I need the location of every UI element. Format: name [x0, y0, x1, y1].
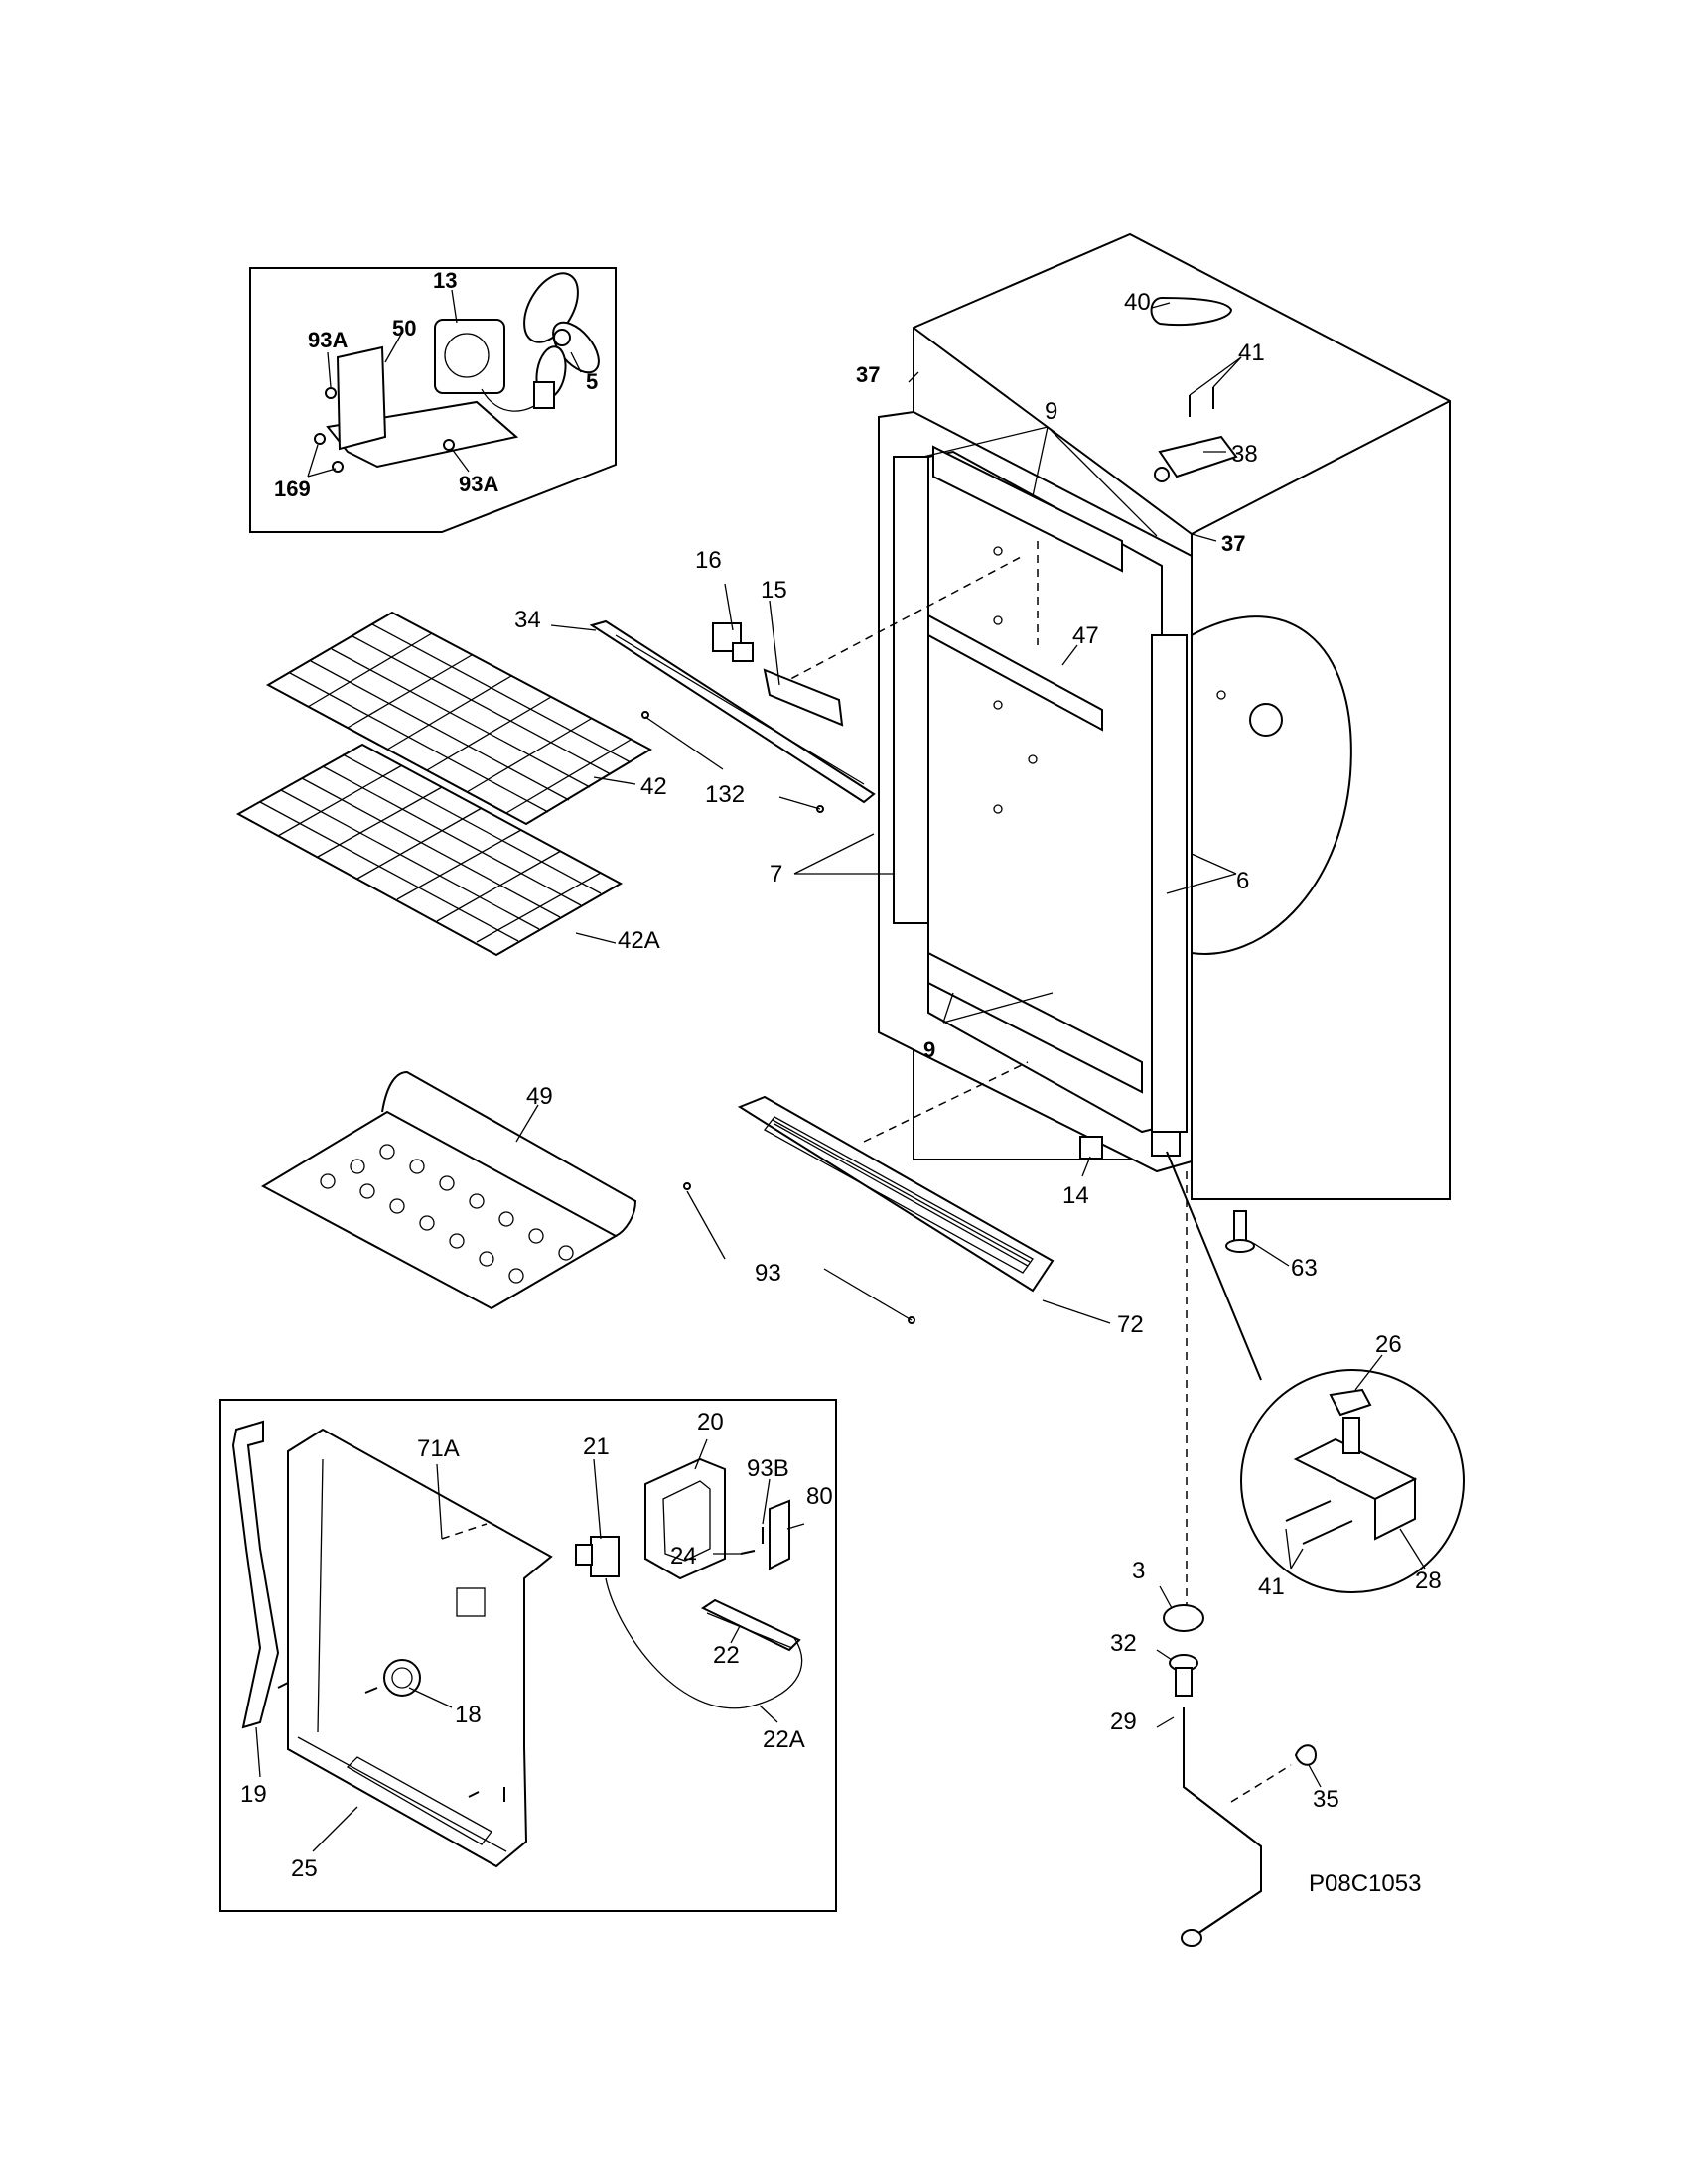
- fan-label-93a-bottom: 93A: [459, 472, 498, 496]
- cabinet-label-40: 40: [1124, 289, 1151, 316]
- back-panel-inset: 71A 21 20 93B 80 24 22 18 22A 19 25: [219, 1399, 837, 1912]
- back-label-71a: 71A: [417, 1435, 460, 1462]
- drain-parts: 3 32 29 35: [1110, 1558, 1339, 1947]
- basket-49: [260, 1070, 637, 1310]
- hinge-label-26: 26: [1375, 1331, 1402, 1358]
- drain-label-32: 32: [1110, 1630, 1137, 1657]
- cabinet-label-132: 132: [705, 781, 745, 808]
- back-label-21: 21: [583, 1433, 610, 1460]
- cabinet-label-42a: 42A: [618, 927, 660, 954]
- wire-shelf-42a: [235, 743, 624, 957]
- back-label-22: 22: [713, 1642, 740, 1669]
- hinge-label-41: 41: [1258, 1573, 1285, 1600]
- drain-label-29: 29: [1110, 1708, 1137, 1735]
- back-label-24: 24: [670, 1543, 697, 1570]
- toe-grille-72: [683, 1095, 1055, 1324]
- back-label-19: 19: [240, 1781, 267, 1808]
- wire-shelf-42: [265, 611, 653, 826]
- cabinet-label-37-left: 37: [856, 362, 880, 387]
- diagram-code: P08C1053: [1309, 1870, 1421, 1897]
- cabinet-label-38: 38: [1231, 441, 1258, 468]
- fan-label-13: 13: [433, 268, 457, 293]
- cabinet-label-63: 63: [1291, 1255, 1318, 1282]
- hinge-label-28: 28: [1415, 1568, 1442, 1594]
- fan-label-50: 50: [392, 316, 416, 341]
- back-label-18: 18: [455, 1702, 482, 1728]
- back-label-93b: 93B: [747, 1455, 789, 1482]
- fan-label-169: 169: [274, 477, 311, 501]
- cabinet-label-9-bottom: 9: [923, 1037, 935, 1062]
- drain-label-3: 3: [1132, 1558, 1145, 1584]
- cabinet-label-41: 41: [1238, 340, 1265, 366]
- back-label-25: 25: [291, 1855, 318, 1882]
- cabinet-label-7: 7: [770, 861, 782, 887]
- back-label-80: 80: [806, 1483, 833, 1510]
- cabinet-label-93: 93: [755, 1260, 781, 1287]
- fan-assembly-inset: 13 93A 50 5 169 93A: [249, 267, 617, 533]
- cabinet-label-16: 16: [695, 547, 722, 574]
- cabinet-label-49: 49: [526, 1083, 553, 1110]
- hinge-detail-inset: 26 41 28: [1240, 1331, 1465, 1600]
- cabinet-label-42: 42: [640, 773, 667, 800]
- cabinet-label-47: 47: [1072, 622, 1099, 649]
- cabinet-label-72: 72: [1117, 1311, 1144, 1338]
- cabinet-label-37-right: 37: [1221, 531, 1245, 556]
- cabinet-label-9-top: 9: [1045, 398, 1057, 425]
- fan-label-5: 5: [586, 369, 598, 394]
- back-label-20: 20: [697, 1409, 724, 1435]
- cabinet-label-15: 15: [761, 577, 787, 604]
- fan-label-93a-top: 93A: [308, 328, 348, 352]
- freezer-cabinet: 40 41 37 9 38 37 16 15 34 47 42 132 6 7 …: [235, 232, 1451, 1618]
- back-label-22a: 22A: [763, 1726, 805, 1753]
- cabinet-label-34: 34: [514, 607, 541, 633]
- drain-label-35: 35: [1313, 1786, 1339, 1813]
- cabinet-label-14: 14: [1062, 1182, 1089, 1209]
- cabinet-label-6: 6: [1236, 868, 1249, 894]
